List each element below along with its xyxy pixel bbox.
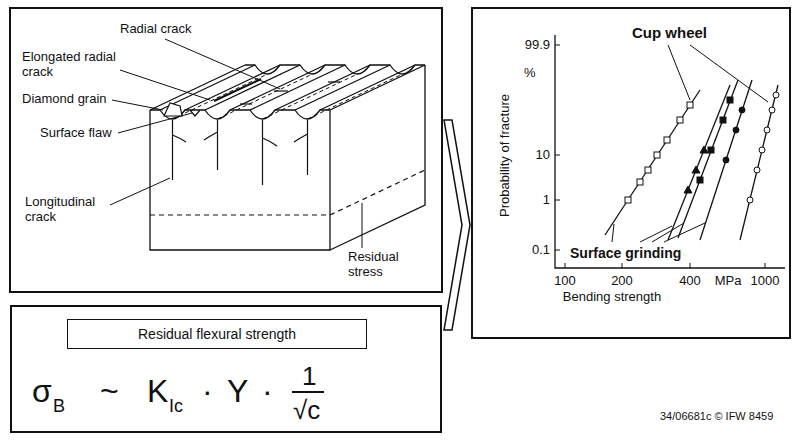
axis-ticks bbox=[555, 45, 765, 268]
heading-text: Residual flexural strength bbox=[138, 326, 296, 343]
formula-symbol: · bbox=[202, 375, 213, 407]
axis-tick-label: 1000 bbox=[751, 274, 780, 289]
residual-stress-line bbox=[150, 170, 425, 215]
ground-block bbox=[150, 65, 425, 250]
part-label: Elongated radial crack bbox=[22, 50, 117, 80]
diamond-grain bbox=[164, 103, 182, 116]
formula-symbol: ~ bbox=[100, 375, 119, 407]
axis-tick-label: 200 bbox=[611, 274, 633, 289]
leader-line bbox=[110, 39, 362, 248]
formula-subscript: B bbox=[53, 397, 65, 415]
part-label: Diamond grain bbox=[22, 92, 107, 107]
series-label: Surface grinding bbox=[570, 245, 681, 261]
formula-symbol: σ bbox=[32, 375, 52, 407]
formula-symbol: Y bbox=[227, 375, 248, 407]
axis-unit: % bbox=[524, 66, 536, 81]
part-label: Radial crack bbox=[120, 22, 192, 37]
axis-tick-label: 100 bbox=[554, 274, 576, 289]
formula-numerator: 1 bbox=[302, 363, 316, 389]
illustration-panel bbox=[10, 8, 442, 292]
formula-symbol: K bbox=[147, 375, 168, 407]
formula-subscript: Ic bbox=[169, 397, 183, 415]
part-label: Longitudinal crack bbox=[25, 195, 115, 225]
formula-symbol: · bbox=[262, 375, 273, 407]
chevron-arrow bbox=[444, 120, 470, 330]
fraction-bar bbox=[292, 391, 324, 393]
axis-title: Probability of fracture bbox=[498, 94, 513, 217]
formula-panel: Residual flexural strength σB ~ KIc · Y · 1 √c bbox=[10, 305, 442, 433]
fit-line bbox=[605, 80, 778, 240]
series-label: Cup wheel bbox=[632, 24, 707, 41]
copyright-note: 34/06681c © IFW 8459 bbox=[660, 410, 773, 423]
leader-line bbox=[612, 45, 768, 242]
crack-lines bbox=[173, 79, 341, 185]
chart-axes bbox=[555, 35, 785, 268]
heading-box: Residual flexural strength bbox=[67, 319, 367, 349]
part-label: Surface flaw bbox=[40, 126, 112, 141]
data-points bbox=[625, 92, 779, 203]
axis-unit: MPa bbox=[715, 274, 742, 289]
chart-panel bbox=[472, 8, 790, 338]
axis-tick-label: 1 bbox=[543, 193, 550, 208]
axis-title: Bending strength bbox=[563, 290, 661, 305]
axis-tick-label: 0.1 bbox=[532, 243, 550, 258]
axis-tick-label: 10 bbox=[536, 148, 550, 163]
formula-denominator: √c bbox=[293, 397, 320, 423]
axis-tick-label: 400 bbox=[679, 274, 701, 289]
part-label: Residual stress bbox=[348, 250, 418, 280]
axis-tick-label: 99.9 bbox=[525, 38, 550, 53]
